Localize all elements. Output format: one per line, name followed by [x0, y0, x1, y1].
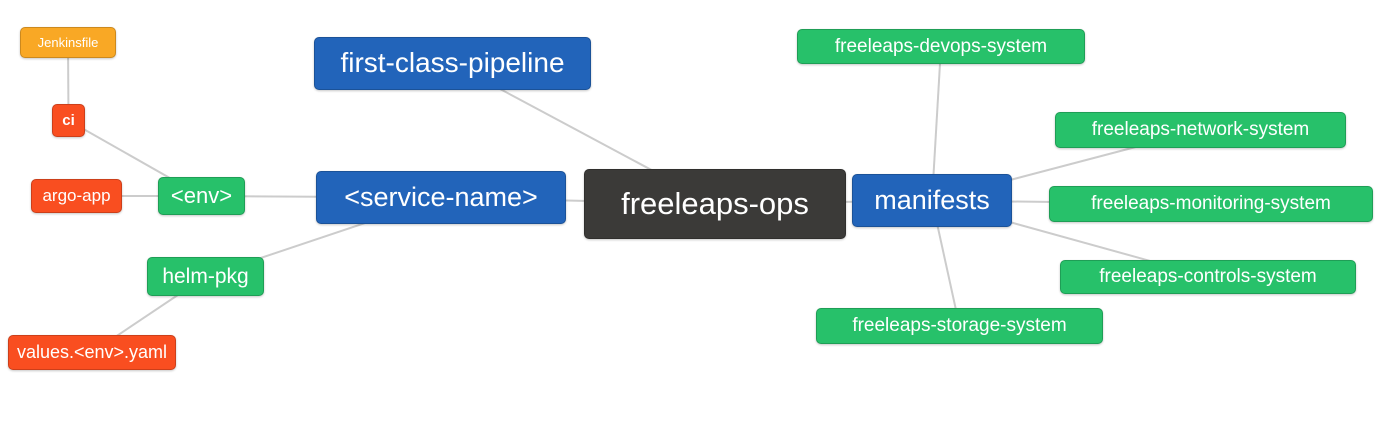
node-label: <env> [170, 182, 233, 208]
node-network-system[interactable]: freeleaps-network-system [1055, 112, 1346, 148]
node-monitoring-system[interactable]: freeleaps-monitoring-system [1049, 186, 1373, 222]
node-service-name[interactable]: <service-name> [316, 171, 566, 224]
node-env[interactable]: <env> [158, 177, 245, 215]
node-label: Jenkinsfile [37, 34, 99, 50]
node-label: freeleaps-storage-system [852, 315, 1067, 336]
node-helm-pkg[interactable]: helm-pkg [147, 257, 264, 296]
node-label: argo-app [42, 186, 111, 205]
node-label: freeleaps-monitoring-system [1091, 193, 1331, 214]
node-jenkinsfile[interactable]: Jenkinsfile [20, 27, 116, 58]
node-label: first-class-pipeline [340, 47, 565, 78]
node-ci[interactable]: ci [52, 104, 85, 137]
node-first-class-pipeline[interactable]: first-class-pipeline [314, 37, 591, 90]
node-controls-system[interactable]: freeleaps-controls-system [1060, 260, 1356, 294]
node-label: freeleaps-controls-system [1099, 266, 1317, 287]
node-label: helm-pkg [162, 264, 249, 288]
node-label: manifests [874, 184, 990, 215]
node-storage-system[interactable]: freeleaps-storage-system [816, 308, 1103, 344]
node-devops-system[interactable]: freeleaps-devops-system [797, 29, 1085, 64]
node-label: freeleaps-network-system [1091, 119, 1310, 140]
node-manifests[interactable]: manifests [852, 174, 1012, 227]
node-label: freeleaps-ops [621, 186, 809, 221]
node-values-env-yaml[interactable]: values.<env>.yaml [8, 335, 176, 370]
node-label: freeleaps-devops-system [834, 35, 1048, 57]
node-freeleaps-ops[interactable]: freeleaps-ops [584, 169, 846, 239]
node-argo-app[interactable]: argo-app [31, 179, 122, 213]
node-label: ci [62, 111, 75, 129]
node-label: <service-name> [344, 181, 538, 212]
node-label: values.<env>.yaml [16, 342, 168, 362]
